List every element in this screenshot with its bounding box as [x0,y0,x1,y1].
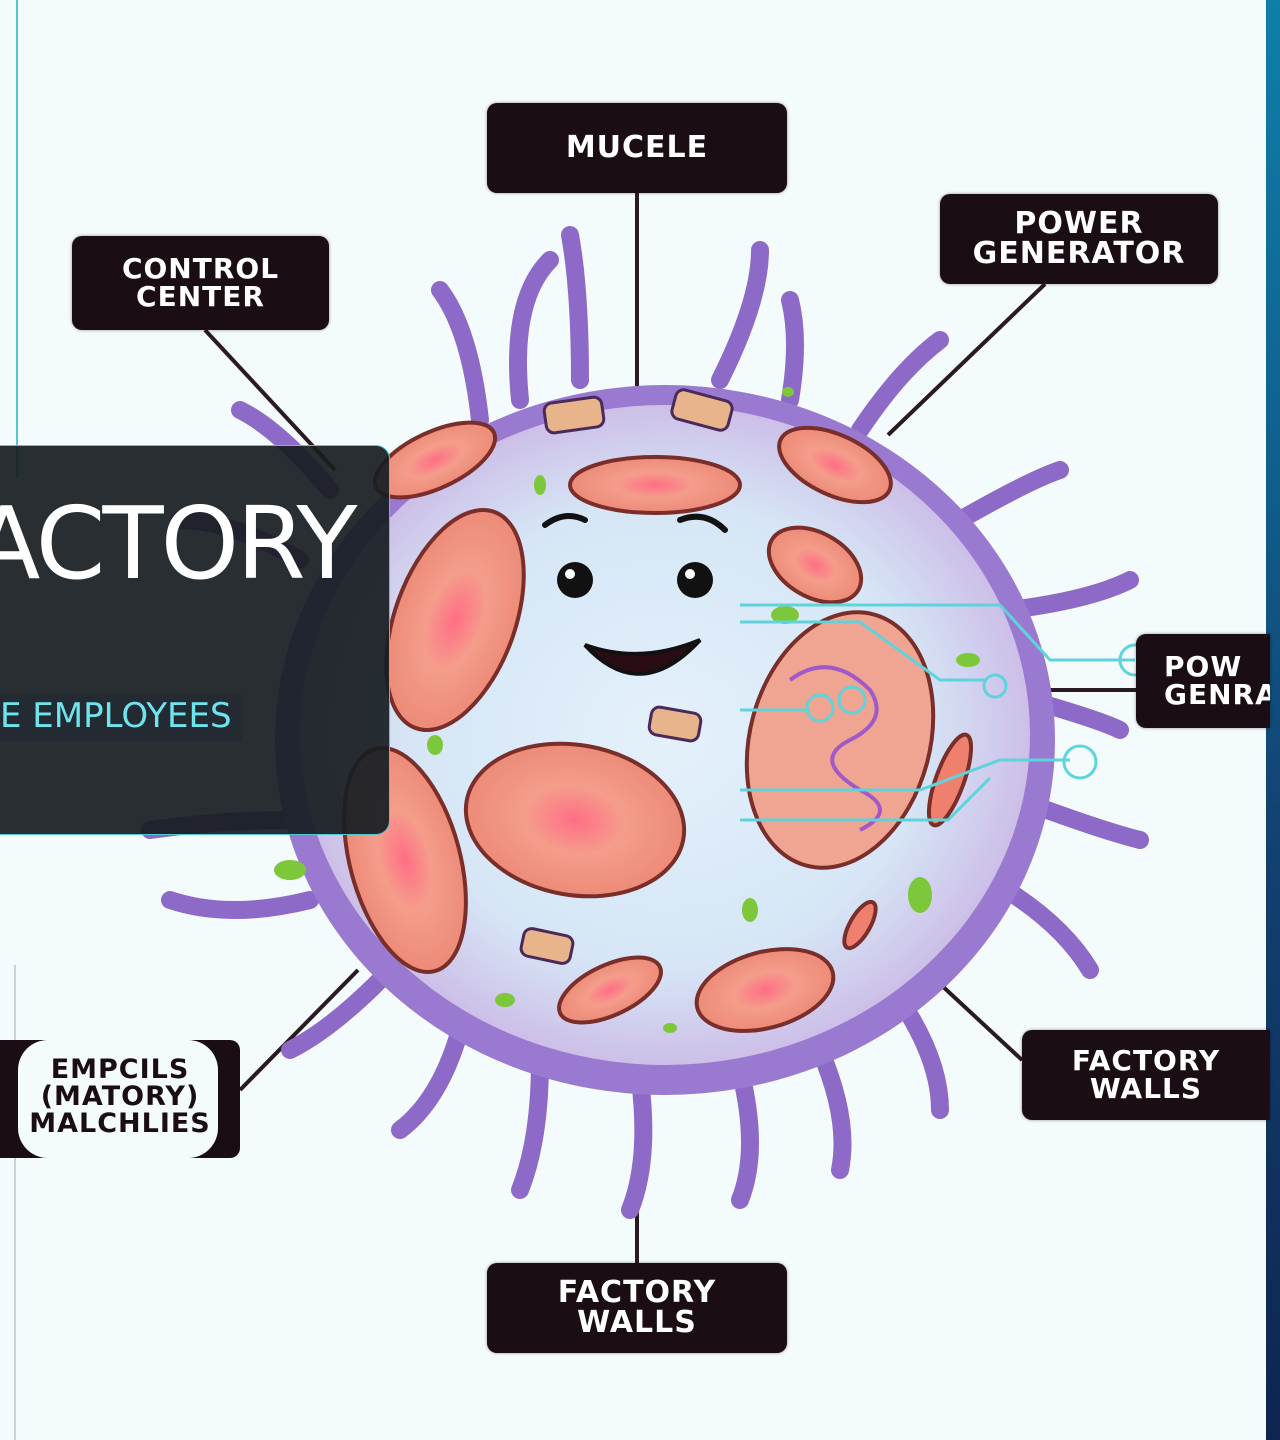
label-line: CENTER [136,283,265,311]
label-power-generator-secondary: POW GENRA [1136,634,1270,728]
label-control-center: CONTROL CENTER [72,236,329,330]
label-empcils: EMPCILS (MATORY) MALCHLIES [0,1035,240,1157]
label-mucele: MUCELE [487,103,787,193]
label-line: GENRA [1164,681,1270,709]
label-factory-walls-right: FACTORY WALLS [1022,1030,1270,1120]
label-factory-walls-bottom: FACTORY WALLS [487,1263,787,1353]
accent-vertical-line [16,0,18,478]
label-line: FACTORY [558,1278,716,1308]
slide-subtitle: E EMPLOYEES [0,694,242,741]
label-line: POWER [1014,209,1143,239]
label-line: (MATORY) [41,1083,200,1110]
slide-title: ACTORY [0,494,354,594]
label-line: EMPCILS [51,1056,190,1083]
title-panel: ACTORY E EMPLOYEES [0,445,390,835]
label-line: WALLS [577,1308,697,1338]
label-line: MALCHLIES [29,1110,211,1137]
label-line: POW [1164,653,1242,681]
label-mucele-text: MUCELE [566,133,708,163]
label-line: WALLS [1090,1075,1202,1103]
label-line: CONTROL [122,255,279,283]
label-power-generator: POWER GENERATOR [940,194,1218,284]
label-line: GENERATOR [973,239,1186,269]
label-line: FACTORY [1072,1047,1220,1075]
